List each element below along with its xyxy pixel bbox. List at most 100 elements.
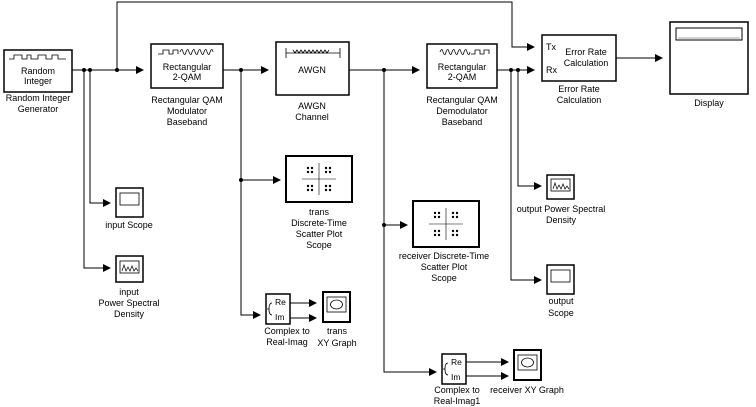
junction-dot: [382, 223, 386, 227]
receiver-scatter-block[interactable]: [412, 200, 480, 248]
output-psd-block[interactable]: [546, 174, 575, 200]
block-caption: output: [548, 296, 574, 306]
complex-to-real-imag1-block[interactable]: Re Im: [441, 353, 467, 385]
trans-scatter-block[interactable]: [285, 155, 353, 203]
sine-wave-icon: [179, 49, 214, 55]
block-caption: Density: [546, 215, 577, 225]
receiver-xy-graph-block[interactable]: [513, 349, 542, 381]
block-label: 2-QAM: [448, 72, 477, 82]
junction-dot: [239, 178, 243, 182]
input-psd-block[interactable]: [115, 255, 144, 283]
block-label: Error Rate: [565, 47, 607, 57]
block-caption: Discrete-Time: [291, 218, 347, 228]
xy-graph-icon: [330, 299, 343, 310]
block-caption: Rectangular QAM: [426, 95, 498, 105]
junction-dot: [88, 68, 92, 72]
block-caption: trans: [327, 326, 348, 336]
block-caption: AWGN: [298, 101, 326, 111]
line-mod-to-complextrans: [240, 180, 261, 319]
line-mod-to-transscatter: [240, 70, 281, 184]
rx-port-label: Rx: [546, 65, 557, 75]
block-label: AWGN: [298, 65, 326, 75]
block-caption: Demodulator: [436, 106, 488, 116]
block-caption: Baseband: [442, 117, 483, 127]
line-awgn-to-complexrecv: [383, 225, 437, 376]
block-caption: Scope: [306, 240, 332, 250]
display-screen-icon: [675, 27, 743, 41]
block-caption: receiver XY Graph: [490, 385, 564, 395]
block-label: Calculation: [564, 58, 609, 68]
junction-dot: [82, 68, 86, 72]
block-caption: XY Graph: [317, 338, 356, 348]
block-caption: Complex to: [434, 385, 480, 395]
block-caption: Display: [694, 98, 724, 108]
junction-dot: [382, 68, 386, 72]
awgn-channel-block[interactable]: AWGN: [275, 41, 350, 96]
block-caption: Complex to: [264, 326, 310, 336]
block-caption: Rectangular QAM: [151, 95, 223, 105]
re-port-label: Re: [451, 357, 462, 367]
random-integer-block[interactable]: Random Integer: [3, 49, 73, 93]
block-caption: Random Integer: [6, 93, 71, 103]
scope-screen-icon: [550, 269, 571, 283]
block-label: Random: [21, 66, 55, 76]
block-caption: trans: [309, 207, 330, 217]
qam-demodulator-block[interactable]: Rectangular 2-QAM: [426, 43, 498, 89]
block-caption: input: [119, 287, 139, 297]
block-caption: output Power Spectral: [517, 204, 606, 214]
spectrum-icon: [121, 263, 139, 272]
block-label: Integer: [24, 76, 52, 86]
sine-wave-icon: [439, 49, 471, 55]
line-awgn-to-rscatter: [383, 70, 408, 229]
block-label: Rectangular: [163, 62, 212, 72]
block-caption: Scatter Plot: [296, 229, 343, 239]
re-port-label: Re: [275, 297, 286, 307]
output-scope-block[interactable]: [546, 264, 575, 295]
tx-port-label: Tx: [546, 42, 556, 52]
channel-icon: [285, 48, 341, 58]
block-label: Rectangular: [438, 62, 487, 72]
xy-graph-icon: [521, 357, 534, 368]
block-caption: input Scope: [105, 220, 153, 230]
block-caption: Modulator: [167, 106, 207, 116]
pulse-waveform-icon: [9, 54, 66, 60]
block-caption: Real-Imag: [266, 337, 308, 347]
junction-dot: [239, 68, 243, 72]
block-label: 2-QAM: [173, 72, 202, 82]
junction-dot: [509, 68, 513, 72]
constellation-icon: [302, 163, 336, 195]
display-block[interactable]: [669, 21, 749, 95]
spectrum-icon: [552, 181, 570, 190]
block-caption: receiver Discrete-Time: [399, 251, 489, 261]
block-caption: Channel: [295, 112, 329, 122]
qam-modulator-block[interactable]: Rectangular 2-QAM: [150, 43, 224, 89]
im-port-label: Im: [451, 372, 460, 382]
block-caption: Scope: [431, 273, 457, 283]
junction-dot: [115, 68, 119, 72]
block-caption: Calculation: [557, 95, 602, 105]
splitter-icon: [443, 362, 449, 376]
line-demod-to-outscope: [510, 70, 542, 284]
error-rate-block[interactable]: Tx Rx Error Rate Calculation: [541, 34, 617, 82]
block-caption: Power Spectral: [98, 298, 159, 308]
im-port-label: Im: [275, 312, 284, 322]
square-wave-icon: [158, 49, 179, 55]
constellation-icon: [429, 208, 463, 240]
trans-xy-graph-block[interactable]: [322, 291, 351, 323]
complex-to-real-imag-block[interactable]: Re Im: [265, 293, 291, 325]
line-rand-to-inscope: [89, 70, 111, 207]
block-caption: Generator: [18, 104, 59, 114]
junction-dot: [516, 68, 520, 72]
square-wave-icon: [471, 49, 490, 55]
block-caption: Scatter Plot: [421, 262, 468, 272]
block-caption: Scope: [548, 308, 574, 318]
block-caption: Density: [114, 309, 145, 319]
splitter-icon: [267, 302, 273, 316]
block-caption: Baseband: [167, 117, 208, 127]
line-rand-to-inpsd: [83, 70, 111, 272]
scope-screen-icon: [119, 192, 140, 206]
line-rand-to-tx: [116, 1, 535, 70]
block-caption: Real-Imag1: [434, 396, 481, 406]
input-scope-block[interactable]: [115, 187, 144, 218]
